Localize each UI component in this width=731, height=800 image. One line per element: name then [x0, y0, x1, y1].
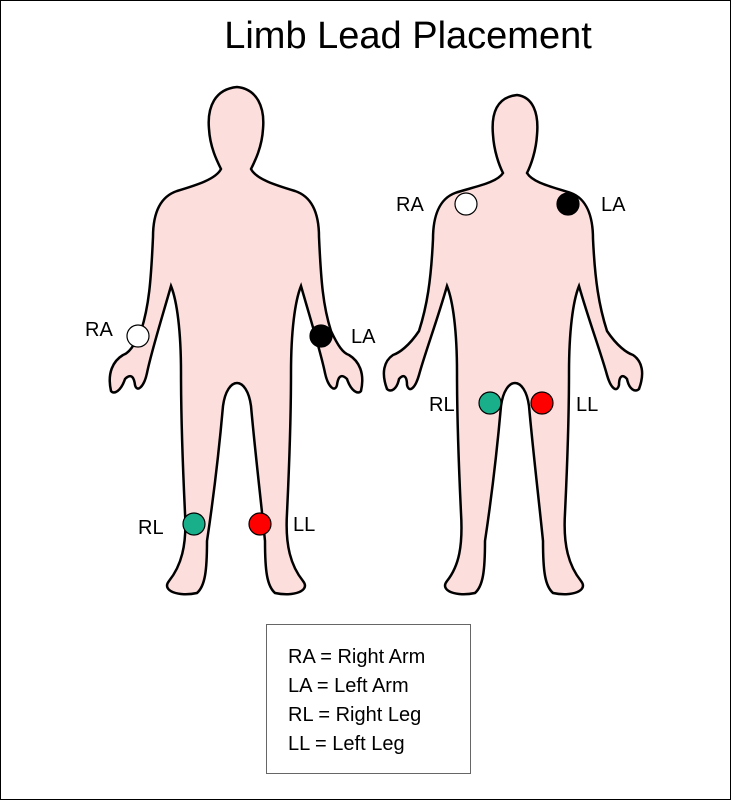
- electrode-ll-hip: [530, 391, 554, 415]
- electrode-rl-hip: [478, 391, 502, 415]
- electrode-ra-wrist: [126, 324, 150, 348]
- electrode-la-shoulder: [556, 192, 580, 216]
- body-silhouette-right: [382, 93, 644, 596]
- legend-item-rl: RL = Right Leg: [288, 704, 422, 726]
- legend-item-ll: LL = Left Leg: [288, 733, 405, 755]
- legend-item-la: LA = Left Arm: [288, 675, 409, 697]
- label-ra: RA: [85, 319, 113, 341]
- legend-list: RA = Right Arm LA = Left Arm RL = Right …: [267, 625, 470, 759]
- label-rl: RL: [429, 394, 455, 416]
- electrode-rl-ankle: [182, 512, 206, 536]
- label-rl: RL: [138, 517, 164, 539]
- label-ll: LL: [576, 394, 598, 416]
- page-title: Limb Lead Placement: [224, 15, 592, 57]
- label-ll: LL: [293, 514, 315, 536]
- label-la: LA: [601, 194, 626, 216]
- figure-limb-placement: RA LA RL LL: [85, 85, 376, 596]
- figure-torso-placement: RA LA RL LL: [382, 93, 644, 596]
- legend-item-ra: RA = Right Arm: [288, 646, 426, 668]
- electrode-ll-ankle: [248, 512, 272, 536]
- electrode-ra-shoulder: [454, 192, 478, 216]
- legend-box: RA = Right Arm LA = Left Arm RL = Right …: [266, 624, 471, 774]
- electrode-la-wrist: [309, 324, 333, 348]
- body-silhouette-left: [108, 85, 364, 596]
- label-la: LA: [351, 326, 376, 348]
- label-ra: RA: [396, 194, 424, 216]
